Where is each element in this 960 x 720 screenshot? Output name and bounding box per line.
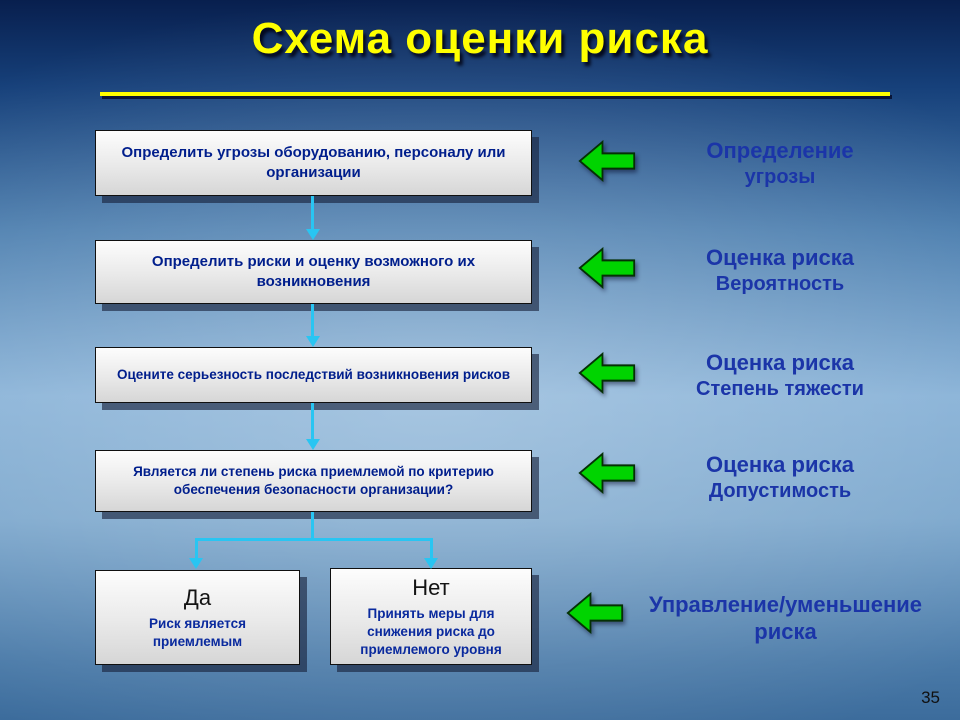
page-number: 35 [921, 688, 940, 707]
flow-connector-line [311, 196, 314, 230]
annotation-line2: риска [754, 618, 817, 644]
flow-step-acceptability-question: Является ли степень риска приемлемой по … [95, 450, 532, 512]
annotation-line2: Степень тяжести [696, 377, 864, 400]
annotation-line1: Управление/уменьшение [648, 592, 922, 617]
flow-step-identify-risks: Определить риски и оценку возможного их … [95, 240, 532, 304]
annotation-risk-probability: Оценка риска Вероятность [645, 245, 915, 296]
annotation-line1: Оценка риска [706, 452, 854, 477]
decision-no-heading: Нет [412, 575, 450, 601]
decision-no-body: Принять меры для снижения риска до прием… [360, 606, 502, 658]
annotation-line2: Допустимость [708, 479, 852, 502]
title-underline [100, 92, 890, 96]
annotation-line2: угрозы [744, 165, 816, 188]
flow-connector-line [311, 403, 314, 440]
annotation-line1: Оценка риска [706, 245, 854, 270]
decision-yes-body: Риск является приемлемым [149, 616, 246, 650]
left-arrow-icon [566, 592, 624, 634]
annotation-risk-acceptability: Оценка риска Допустимость [645, 452, 915, 503]
decision-yes-box: Да Риск является приемлемым [95, 570, 300, 665]
flow-step-assess-severity: Оцените серьезность последствий возникно… [95, 347, 532, 403]
decision-yes-heading: Да [183, 585, 212, 611]
slide-title: Схема оценки риска [251, 14, 709, 63]
flow-step-identify-threats: Определить угрозы оборудованию, персонал… [95, 130, 532, 196]
left-arrow-icon [578, 452, 636, 494]
left-arrow-icon [578, 247, 636, 289]
left-arrow-icon [578, 352, 636, 394]
down-arrow-icon [306, 439, 320, 450]
left-arrow-icon [578, 140, 636, 182]
flow-step-label: Является ли степень риска приемлемой по … [133, 463, 494, 497]
annotation-line1: Определение [706, 138, 854, 163]
flow-connector-branch [195, 538, 433, 541]
flow-connector-stem [311, 512, 314, 540]
flow-connector-line [311, 304, 314, 337]
annotation-threat-identification: Определение угрозы [645, 138, 915, 189]
annotation-line1: Оценка риска [706, 350, 854, 375]
annotation-risk-management: Управление/уменьшение риска [618, 592, 953, 646]
down-arrow-icon [306, 336, 320, 347]
decision-no-box: Нет Принять меры для снижения риска до п… [330, 568, 532, 665]
flow-step-label: Оцените серьезность последствий возникно… [117, 366, 510, 382]
annotation-risk-severity: Оценка риска Степень тяжести [635, 350, 925, 401]
flow-connector-line [430, 538, 433, 560]
flow-step-label: Определить угрозы оборудованию, персонал… [121, 143, 506, 181]
down-arrow-icon [189, 558, 203, 569]
flow-step-label: Определить риски и оценку возможного их … [151, 252, 476, 290]
down-arrow-icon [424, 558, 438, 569]
flow-connector-line [195, 538, 198, 560]
annotation-line2: Вероятность [715, 272, 845, 295]
down-arrow-icon [306, 229, 320, 240]
